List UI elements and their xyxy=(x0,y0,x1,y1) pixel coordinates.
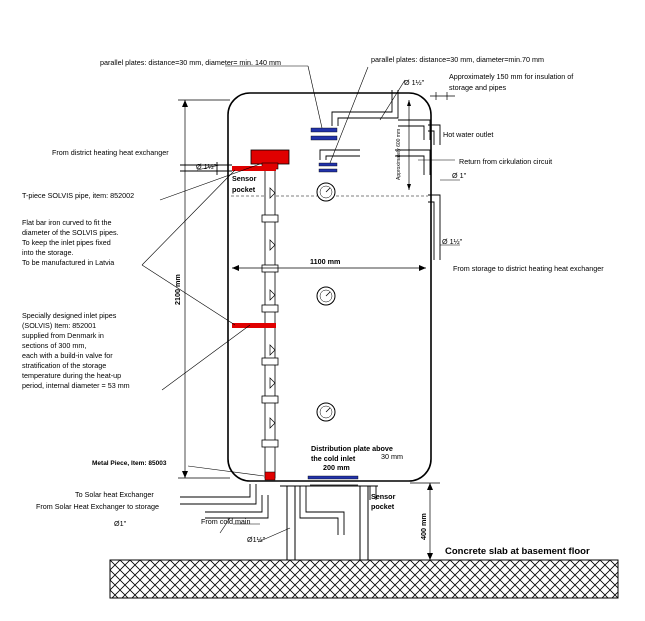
label-inlet-8: period, internal diameter = 53 mm xyxy=(22,381,130,390)
label-storage-to-district: From storage to district heating heat ex… xyxy=(453,264,604,273)
label-district-pipe: Ø 1½" xyxy=(196,162,217,171)
label-inlet-5: each with a build-in valve for xyxy=(22,351,113,360)
thermometer-bottom xyxy=(316,402,336,422)
dimension-arrows xyxy=(182,100,433,560)
parallel-plates-left xyxy=(310,127,338,141)
label-inlet-6: stratification of the storage xyxy=(22,361,106,370)
label-return-circuit: Return from cirkulation circuit xyxy=(459,157,552,166)
support-legs xyxy=(280,485,378,561)
flatbar-red-mid xyxy=(232,323,276,328)
label-insulation-2: storage and pipes xyxy=(449,83,507,92)
label-inlet-7: temperature during the heat-up xyxy=(22,371,121,380)
label-sensor-pocket-bottom-1: Sensor xyxy=(371,492,396,501)
label-return-pipe: Ø 1" xyxy=(452,171,467,180)
parallel-plates-right xyxy=(318,162,338,173)
metal-piece-red xyxy=(264,471,276,481)
pipes-top xyxy=(319,90,441,260)
label-inlet-1: Specially designed inlet pipes xyxy=(22,311,117,320)
distribution-plate xyxy=(307,475,359,480)
concrete-slab xyxy=(109,559,619,599)
label-from-solar: From Solar Heat Exchanger to storage xyxy=(36,502,159,511)
label-hot-water-outlet: Hot water outlet xyxy=(443,130,493,139)
valve-markers xyxy=(269,187,276,429)
label-storage-out-pipe: Ø 1½" xyxy=(442,237,463,246)
label-dim-400: 400 mm xyxy=(419,513,428,540)
label-dist-plate-200: 200 mm xyxy=(323,463,350,472)
label-slab: Concrete slab at basement floor xyxy=(445,546,590,557)
label-flat-bar-1: Flat bar iron curved to fit the xyxy=(22,218,112,227)
label-flat-bar-4: into the storage. xyxy=(22,248,74,257)
label-plates-right: parallel plates: distance=30 mm, diamete… xyxy=(371,55,544,64)
label-height-dim: 2100 mm xyxy=(173,274,182,305)
tpiece-red xyxy=(250,149,290,165)
flatbar-red-top xyxy=(232,166,276,171)
thermometer-top xyxy=(316,182,336,202)
label-flat-bar-3: To keep the inlet pipes fixed xyxy=(22,238,111,247)
label-cold-main: From cold main xyxy=(201,517,251,526)
label-metal-piece: Metal Piece, Item: 85003 xyxy=(92,460,167,467)
label-solar-pipe: Ø1" xyxy=(114,519,127,528)
label-pipe-top: Ø 1½" xyxy=(404,78,425,87)
label-plates-left: parallel plates: distance=30 mm, diamete… xyxy=(100,58,281,67)
label-cold-pipe: Ø1½" xyxy=(247,535,266,544)
label-insulation-1: Approximately 150 mm for insulation of xyxy=(449,72,573,81)
label-to-solar: To Solar heat Exchanger xyxy=(75,490,154,499)
label-dist-plate-2: the cold inlet xyxy=(311,454,356,463)
label-width-dim: 1100 mm xyxy=(310,257,340,266)
label-dist-plate-1: Distribution plate above xyxy=(311,444,393,453)
label-flat-bar-5: To be manufactured in Latvia xyxy=(22,258,114,267)
label-inlet-2: (SOLVIS) Item: 852001 xyxy=(22,321,96,330)
storage-tank xyxy=(227,92,432,482)
label-sensor-pocket-bottom-2: pocket xyxy=(371,502,395,511)
label-tpiece: T-piece SOLVIS pipe, item: 852002 xyxy=(22,191,134,200)
thermometer-middle xyxy=(316,286,336,306)
label-district-in: From district heating heat exchanger xyxy=(52,148,169,157)
leader-lines xyxy=(141,65,460,543)
pipes-bottom xyxy=(180,484,377,535)
label-flat-bar-2: diameter of the SOLVIS pipes. xyxy=(22,228,119,237)
label-dist-plate-30: 30 mm xyxy=(381,452,403,461)
label-sensor-pocket-top-2: pocket xyxy=(232,185,256,194)
dimension-lines xyxy=(178,92,455,561)
label-dim-600: Approximately 600 mm xyxy=(396,129,402,180)
label-sensor-pocket-top-1: Sensor xyxy=(232,174,257,183)
pipes-left xyxy=(180,162,232,175)
label-inlet-3: supplied from Denmark in xyxy=(22,331,104,340)
label-inlet-4: sections of 300 mm, xyxy=(22,341,86,350)
